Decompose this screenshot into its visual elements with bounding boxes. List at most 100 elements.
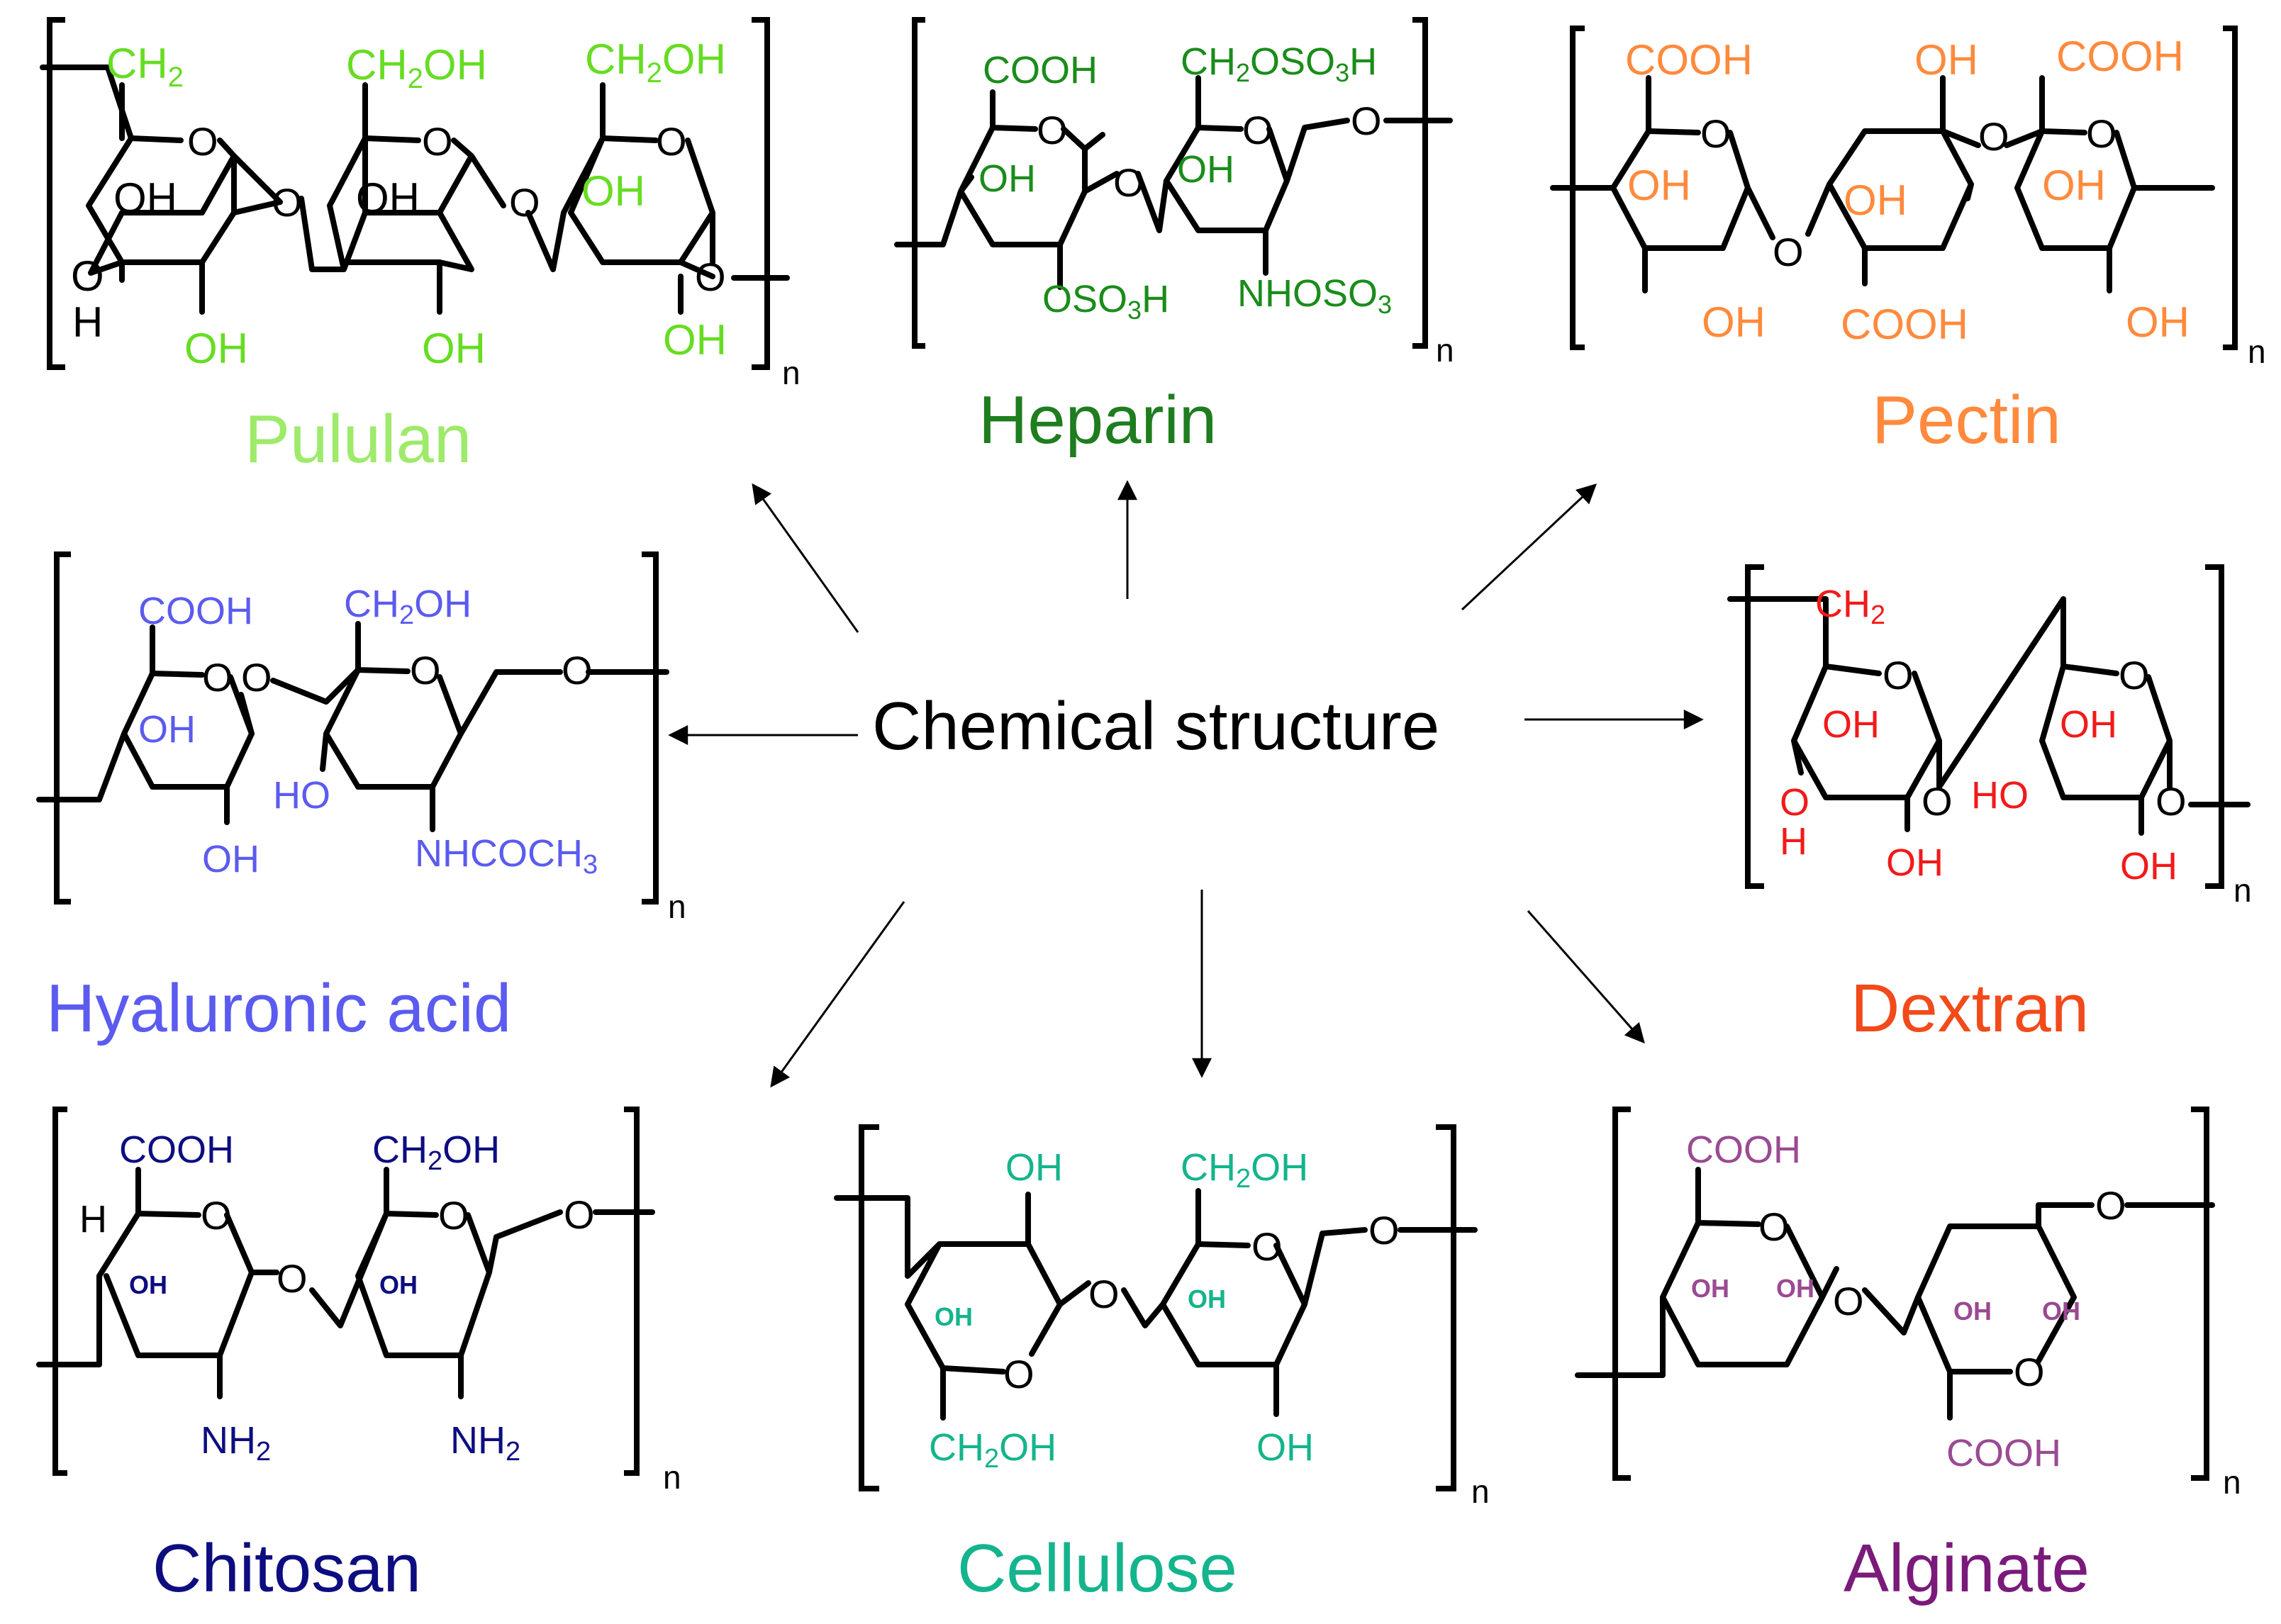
ring-oxygen: O (1088, 1272, 1120, 1316)
repeat-n: n (2223, 1464, 2241, 1501)
ch2oh-label: CH2OH (1181, 1146, 1308, 1194)
oh-label: OH (978, 157, 1036, 200)
oh-label: OH (1691, 1274, 1729, 1303)
oh-label: OH (2042, 162, 2106, 209)
cooh-label: COOH (1686, 1129, 1801, 1171)
ring-oxygen: O (695, 254, 726, 299)
ring-oxygen: O (410, 648, 441, 693)
oh-label: OH (1702, 298, 1766, 346)
chitosan-structure: n O O O O COOH CH2OH H OH OH NH2 NH2 Chi… (36, 1107, 681, 1606)
ring-oxygen: O (2014, 1350, 2045, 1394)
ring-oxygen: O (201, 1193, 232, 1238)
ring-oxygen: O (2155, 779, 2187, 824)
ring-bonds (1082, 75, 1350, 276)
ring-oxygen: O (1351, 99, 1382, 143)
right-bracket (642, 551, 659, 905)
arrow-to-alginate (1527, 910, 1645, 1044)
oh-label: OH (2120, 845, 2177, 887)
left-bracket (1612, 1107, 1631, 1481)
alginate-structure: n O O O O COOH OH OH OH OH COOH Alginate (1575, 1107, 2241, 1606)
h-label: H (79, 1198, 107, 1241)
cooh-label: COOH (1841, 301, 1968, 348)
hyaluronic-title: Hyaluronic acid (46, 970, 511, 1046)
cooh-label: COOH (2056, 33, 2184, 80)
cooh-label: COOH (1946, 1432, 2061, 1474)
ch2oh-label: CH2OH (346, 41, 487, 94)
ring-oxygen: O (422, 119, 453, 164)
oh-label: OH (184, 325, 248, 372)
arrows (668, 480, 1704, 1088)
ring-bonds (36, 1167, 655, 1399)
oh-label: OH (1005, 1146, 1063, 1189)
pululan-structure: n O O O O O O CH2 CH2OH CH2OH OH O H OH … (40, 17, 801, 477)
ring-oxygen: O (1922, 779, 1953, 824)
pectin-title: Pectin (1872, 382, 2061, 458)
left-bracket (54, 551, 71, 905)
ring-oxygen: O (1037, 108, 1068, 152)
pululan-title: Pululan (245, 401, 472, 477)
ring-oxygen: O (1242, 108, 1273, 152)
arrow-to-chitosan (770, 901, 905, 1088)
ring-oxygen: O (241, 655, 272, 700)
left-bracket (47, 17, 65, 370)
ring-oxygen: O (509, 180, 540, 225)
ch2-label: CH2 (106, 40, 184, 93)
ring-oxygen: O (1978, 114, 2009, 159)
oh-label: OH (935, 1302, 973, 1331)
cooh-label: COOH (983, 49, 1098, 91)
ring-oxygen: O (2119, 653, 2150, 698)
oh-label: OH (1822, 703, 1880, 746)
oh-label: OH (113, 174, 177, 222)
ring-oxygen: O (1113, 160, 1144, 205)
left-bracket (52, 1107, 67, 1476)
center-label: Chemical structure (872, 688, 1439, 764)
ch2oso3h-label: CH2OSO3H (1181, 40, 1377, 87)
repeat-n: n (1436, 332, 1454, 369)
oh-label: OH (1953, 1297, 1992, 1326)
oh-label: OH (2126, 298, 2190, 346)
right-bracket (1412, 17, 1428, 349)
heparin-title: Heparin (978, 382, 1217, 458)
ring-oxygen: O (656, 119, 687, 164)
ring-bonds (525, 135, 715, 279)
cellulose-title: Cellulose (957, 1530, 1237, 1606)
substituent-bonds (119, 82, 684, 315)
ring-oxygen: O (187, 119, 218, 164)
repeat-n: n (2233, 872, 2252, 909)
cooh-label: COOH (119, 1129, 234, 1171)
nh2-label: NH2 (450, 1419, 520, 1467)
h-label: H (1780, 820, 1807, 863)
oh-label: OH (129, 1270, 167, 1299)
dextran-title: Dextran (1851, 970, 2089, 1046)
oh-label: OH (2042, 1297, 2080, 1326)
ring-oxygen: O (277, 1256, 308, 1301)
right-bracket (2223, 26, 2238, 350)
oh-label: OH (1886, 841, 1943, 884)
left-bracket (859, 1124, 879, 1491)
nh2-label: NH2 (201, 1419, 271, 1467)
oh-label: OH (138, 708, 196, 751)
oso3h-label: OSO3H (1042, 278, 1169, 325)
oh-label: OH (581, 167, 645, 215)
repeat-n: n (1471, 1473, 1490, 1510)
repeat-n: n (2248, 333, 2266, 370)
ring-oxygen: O (1251, 1224, 1283, 1269)
ch2oh-label: CH2OH (372, 1129, 500, 1176)
ch2oh-label: CH2OH (585, 35, 726, 89)
oh-label: OH (1256, 1426, 1314, 1469)
repeat-n: n (782, 354, 801, 391)
ring-bonds (1727, 596, 2251, 836)
ring-oxygen: O (1368, 1208, 1400, 1253)
ring-oxygen: O (1003, 1352, 1034, 1396)
oh-label: OH (1177, 148, 1234, 191)
ring-bonds (1550, 75, 2215, 293)
right-bracket (1436, 1124, 1456, 1491)
ring-oxygen: O (2095, 1183, 2126, 1228)
left-bracket (912, 17, 925, 349)
oh-label: OH (356, 174, 420, 222)
cooh-label: COOH (138, 590, 253, 632)
ring-oxygen: O (1883, 653, 1914, 698)
oh-label: OH (202, 838, 260, 880)
ch2-label: CH2 (1815, 583, 1885, 630)
